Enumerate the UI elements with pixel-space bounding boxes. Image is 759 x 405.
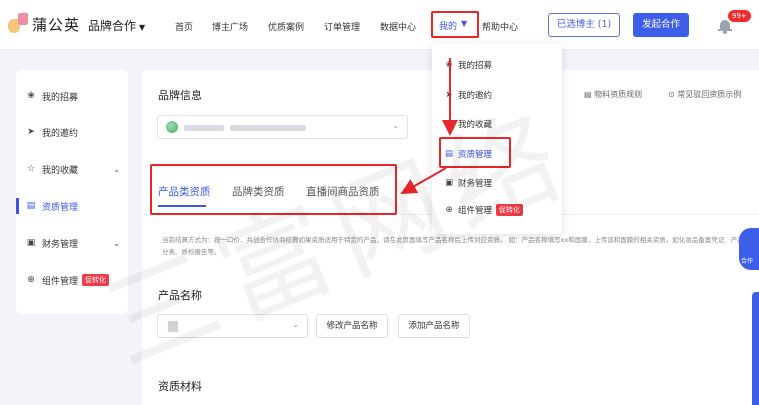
dropdown-item-label: 我的收藏	[458, 120, 493, 130]
sidebar-item-label: 我的收藏	[42, 165, 79, 176]
recruit-icon: ❀	[27, 91, 35, 101]
wallet-icon: ▣	[26, 238, 36, 248]
dropdown-item-label: 财务管理	[458, 179, 493, 189]
dropdown-item-label: 我的招募	[458, 61, 493, 71]
chevron-down-icon: ⌄	[392, 121, 399, 130]
chevron-down-icon: ⌄	[113, 238, 120, 248]
dandelion-logo-icon	[8, 13, 30, 35]
material-rules-label: 物料资质规则	[594, 90, 643, 99]
document-icon: ▤	[444, 149, 454, 159]
bell-icon[interactable]	[718, 18, 732, 34]
blurred-text	[230, 125, 306, 131]
document-icon: ▤	[26, 201, 36, 211]
sidebar-item-qualifications[interactable]: ▤ 资质管理	[16, 196, 128, 216]
top-nav-bar: 蒲公英 品牌合作▼ 首页 博主广场 优质案例 订单管理 数据中心 帮助中心 已选…	[0, 0, 759, 50]
notification-badge: 99+	[728, 10, 751, 22]
blurred-text	[168, 321, 178, 332]
component-icon: ⊕	[27, 275, 35, 285]
brand-info-title: 品牌信息	[158, 89, 202, 102]
selected-bloggers-button[interactable]: 已选博主 (1)	[548, 13, 620, 37]
dropdown-item-label: 我的邀约	[458, 91, 493, 101]
annotation-box-tabs	[150, 164, 397, 215]
sidebar-item-recruit[interactable]: ❀ 我的招募	[16, 86, 128, 106]
dropdown-item-finance[interactable]: ▣ 财务管理	[444, 176, 492, 190]
launch-cooperation-button[interactable]: 发起合作	[633, 13, 689, 37]
sidebar-item-finance[interactable]: ▣ 财务管理 ⌄	[16, 233, 128, 253]
blurred-text	[184, 125, 224, 131]
brand-coop-label: 品牌合作	[88, 19, 137, 33]
faq-label: 常见驳回资质示例	[677, 90, 742, 99]
tab-brand-qualification[interactable]: 品牌类资质	[232, 186, 285, 198]
dropdown-item-label: 资质管理	[458, 150, 493, 160]
chevron-down-icon: ⌄	[113, 164, 120, 174]
nav-blogger-square[interactable]: 博主广场	[212, 23, 249, 33]
sidebar-item-components[interactable]: ⊕ 组件管理 促转化	[16, 270, 128, 290]
faq-link[interactable]: ⊙ 常见驳回资质示例	[668, 89, 741, 100]
brand-coop-menu[interactable]: 品牌合作▼	[88, 17, 145, 34]
brand-select[interactable]: ⌄	[157, 115, 408, 139]
product-name-label: 产品名称	[158, 289, 202, 302]
sidebar-item-label: 组件管理	[42, 276, 79, 287]
notice-text: 当前结算方式为：按一口价、共创合作协商结算如果资质适用于特定的产品，请在此页面填…	[162, 236, 751, 256]
nav-help-center[interactable]: 帮助中心	[482, 23, 519, 33]
logo[interactable]: 蒲公英	[8, 10, 80, 38]
brand-avatar	[166, 121, 178, 133]
promo-badge: 促转化	[82, 274, 110, 286]
dropdown-item-components[interactable]: ⊕ 组件管理 促转化	[444, 203, 524, 217]
active-indicator	[16, 198, 19, 214]
sidebar-item-label: 我的招募	[42, 92, 79, 103]
component-icon: ⊕	[445, 205, 453, 215]
sidebar-item-favorites[interactable]: ☆ 我的收藏 ⌄	[16, 159, 128, 179]
active-tab-underline	[158, 205, 206, 207]
nav-orders[interactable]: 订单管理	[324, 23, 361, 33]
nav-my-label: 我的	[439, 22, 458, 32]
document-icon: ▤	[584, 90, 595, 99]
recruit-icon: ❀	[445, 60, 453, 70]
annotation-box-qualifications	[439, 137, 511, 168]
material-rules-link[interactable]: ▤ 物料资质规则	[584, 89, 642, 100]
sidebar-item-label: 资质管理	[42, 202, 79, 213]
star-icon: ☆	[26, 164, 36, 174]
nav-data-center[interactable]: 数据中心	[380, 23, 417, 33]
dropdown-item-label: 组件管理	[458, 206, 493, 216]
caret-down-icon: ▼	[461, 19, 468, 28]
floating-help-button[interactable]: 合作	[739, 228, 759, 270]
sidebar-item-invites[interactable]: ➤ 我的邀约	[16, 122, 128, 142]
floating-side-bar[interactable]	[752, 292, 759, 405]
product-name-select[interactable]: ⌄	[157, 314, 308, 338]
dropdown-item-recruit[interactable]: ❀ 我的招募	[444, 58, 492, 72]
sidebar-item-label: 我的邀约	[42, 128, 79, 139]
qualification-material-label: 资质材料	[158, 380, 202, 393]
tab-livestream-qualification[interactable]: 直播间商品资质	[306, 186, 380, 198]
dropdown-item-qualifications[interactable]: ▤ 资质管理	[444, 147, 492, 161]
nav-cases[interactable]: 优质案例	[268, 23, 305, 33]
logo-text: 蒲公英	[32, 15, 81, 34]
edge-badge-label: 合作	[741, 258, 754, 265]
nav-my-menu[interactable]: 我的 ▼	[431, 11, 479, 38]
sidebar-item-label: 财务管理	[42, 239, 79, 250]
promo-badge: 促转化	[496, 204, 524, 216]
nav-home[interactable]: 首页	[175, 23, 194, 33]
edit-product-name-button[interactable]: 修改产品名称	[316, 314, 388, 338]
chevron-down-icon: ⌄	[292, 320, 299, 329]
info-icon: ⊙	[668, 90, 678, 99]
wallet-icon: ▣	[444, 178, 454, 188]
add-product-name-button[interactable]: 添加产品名称	[398, 314, 470, 338]
my-dropdown-menu	[432, 44, 562, 234]
sidebar: ❀ 我的招募 ➤ 我的邀约 ☆ 我的收藏 ⌄ ▤ 资质管理 ▣ 财务管理 ⌄ ⊕…	[16, 70, 128, 314]
tab-product-qualification[interactable]: 产品类资质	[158, 186, 211, 198]
caret-down-icon: ▼	[139, 23, 146, 32]
send-icon: ➤	[27, 127, 35, 137]
